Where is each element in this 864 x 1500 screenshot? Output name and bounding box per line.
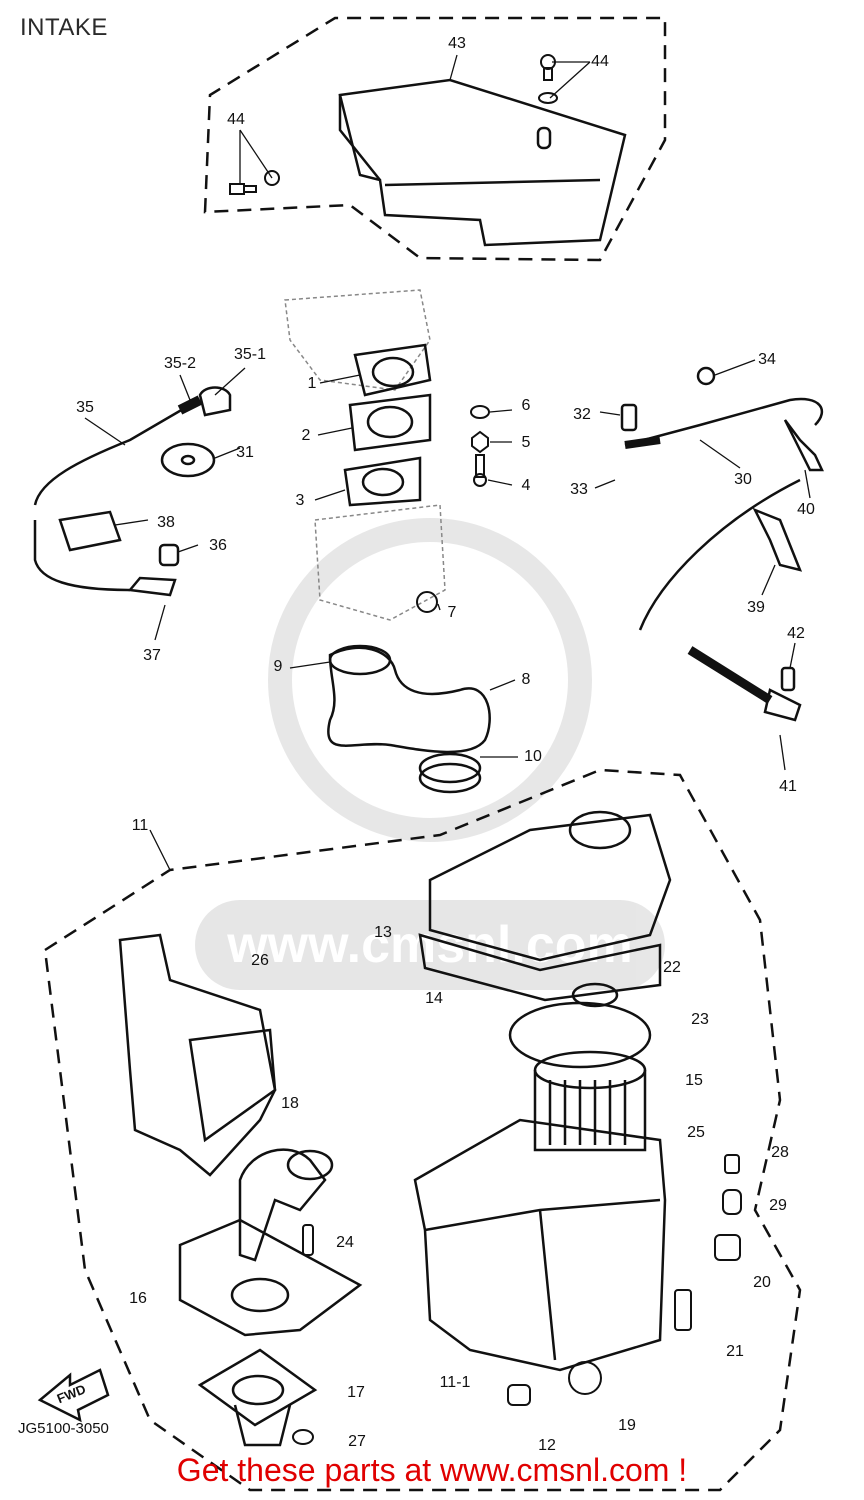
part-label-7: 7	[448, 604, 457, 621]
part-label-33: 33	[570, 481, 588, 498]
boot-18	[238, 1148, 334, 1262]
air-duct-26	[118, 933, 277, 1177]
air-cleaner-case-cap	[418, 810, 672, 1002]
cover-group-outline	[203, 16, 667, 262]
part-label-29: 29	[769, 1197, 787, 1214]
air-cleaner-group-outline	[43, 768, 802, 1492]
part-label-4: 4	[522, 477, 531, 494]
part-label-13: 13	[374, 924, 392, 941]
part-label-44: 44	[227, 111, 245, 128]
part-label-10: 10	[524, 748, 542, 765]
part-label-41: 41	[779, 778, 797, 795]
footer-link-text[interactable]: Get these parts at www.cmsnl.com !	[176, 1452, 688, 1488]
part-label-8: 8	[522, 671, 531, 688]
part-label-17: 17	[347, 1384, 365, 1401]
fwd-arrow: FWD	[37, 1368, 110, 1423]
part-label-32: 32	[573, 406, 591, 423]
part-label-11: 11	[132, 817, 149, 834]
air-duct-cover	[338, 78, 627, 247]
plate-17	[197, 1348, 318, 1447]
part-label-20: 20	[753, 1274, 771, 1291]
part-label-28: 28	[771, 1144, 789, 1161]
diagram-title: INTAKE	[20, 14, 108, 41]
part-label-1: 1	[308, 375, 317, 392]
part-label-5: 5	[522, 434, 531, 451]
part-label-31: 31	[236, 444, 254, 461]
part-label-15: 15	[685, 1072, 703, 1089]
part-label-30: 30	[734, 471, 752, 488]
part-label-24: 24	[336, 1234, 354, 1251]
part-label-42: 42	[787, 625, 805, 642]
part-label-38: 38	[157, 514, 175, 531]
cable-clamps	[752, 419, 824, 572]
air-cleaner-case	[413, 1118, 667, 1372]
part-label-6: 6	[522, 397, 531, 414]
part-label-18: 18	[281, 1095, 299, 1112]
part-label-44: 44	[591, 53, 609, 70]
part-label-35-2: 35-2	[164, 355, 196, 372]
part-label-43: 43	[448, 35, 466, 52]
part-label-9: 9	[274, 658, 283, 675]
part-label-14: 14	[425, 990, 443, 1007]
leader-lines	[84, 54, 811, 871]
part-label-34: 34	[758, 351, 776, 368]
air-filter-element	[508, 982, 652, 1152]
screw-washer-set	[229, 54, 558, 195]
part-label-35-1: 35-1	[234, 346, 266, 363]
part-label-26: 26	[251, 952, 269, 969]
insulator-gaskets	[343, 343, 432, 507]
part-label-23: 23	[691, 1011, 709, 1028]
part-label-22: 22	[663, 959, 681, 976]
small-fasteners	[416, 405, 490, 613]
part-label-35: 35	[76, 399, 94, 416]
part-label-37: 37	[143, 647, 161, 664]
choke-cable	[33, 386, 232, 597]
part-label-12: 12	[538, 1437, 556, 1454]
part-label-2: 2	[302, 427, 311, 444]
part-label-25: 25	[687, 1124, 705, 1141]
part-label-11-1: 11-1	[440, 1374, 471, 1391]
plate-16	[178, 1218, 363, 1337]
part-label-36: 36	[209, 537, 227, 554]
throttle-cable	[620, 366, 824, 722]
part-label-3: 3	[296, 492, 305, 509]
part-label-39: 39	[747, 599, 765, 616]
part-label-40: 40	[797, 501, 815, 518]
part-label-19: 19	[618, 1417, 636, 1434]
part-label-21: 21	[726, 1343, 744, 1360]
intake-joint-hose	[327, 644, 491, 794]
misc-small-parts	[292, 1154, 742, 1445]
drawing-code: JG5100-3050	[18, 1420, 109, 1437]
part-label-16: 16	[129, 1290, 147, 1307]
part-number-labels: 434444123456789101111-112131415161718192…	[76, 35, 815, 1454]
carburetor-silhouette	[284, 289, 446, 621]
part-label-27: 27	[348, 1433, 366, 1450]
